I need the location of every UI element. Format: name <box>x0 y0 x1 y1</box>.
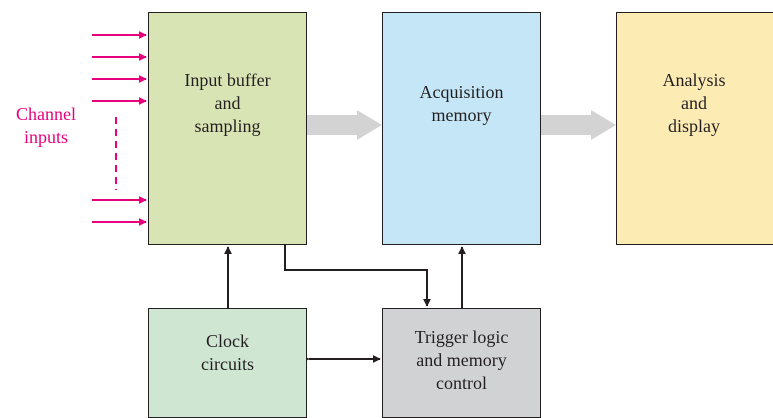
data-flow-arrow-acquisition-to-analysis <box>541 110 616 140</box>
input-buffer-label: Input buffer and sampling <box>184 70 271 136</box>
input-buffer-block: Input buffer and sampling <box>148 12 307 245</box>
input-to-trigger-arrow <box>284 245 431 307</box>
trigger-logic-label: Trigger logic and memory control <box>414 326 509 393</box>
clock-circuits-label: Clock circuits <box>201 331 254 374</box>
analysis-display-block: Analysis and display <box>616 12 773 245</box>
trigger-logic-block: Trigger logic and memory control <box>382 308 541 418</box>
channel-inputs-label: Channel inputs <box>16 104 76 147</box>
acquisition-memory-label: Acquisition memory <box>419 81 504 125</box>
channel-input-arrows <box>92 31 147 226</box>
data-flow-arrow-input-to-acquisition <box>307 110 382 140</box>
acquisition-memory-block: Acquisition memory <box>382 12 541 245</box>
clock-circuits-block: Clock circuits <box>148 308 307 418</box>
analysis-display-label: Analysis and display <box>662 70 726 136</box>
